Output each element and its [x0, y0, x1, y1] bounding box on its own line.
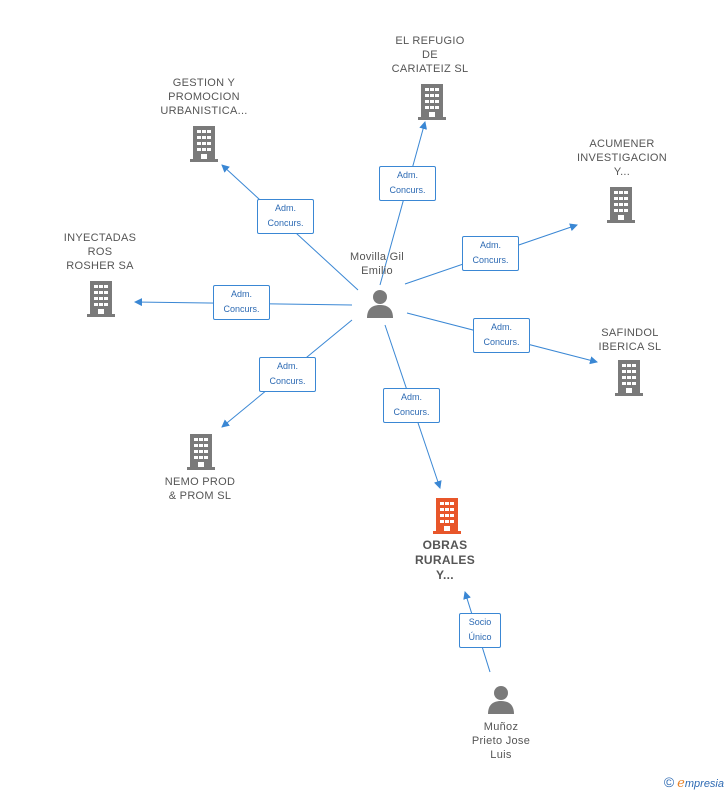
node-label-safindol[interactable]: SAFINDOL IBERICA SL — [598, 327, 662, 353]
building-icon-obras-highlight[interactable] — [433, 498, 461, 534]
edge-label-acumener: Adm. Concurs. — [462, 236, 519, 271]
building-icon-refugio[interactable] — [418, 84, 446, 120]
brand-name: mpresia — [684, 778, 724, 790]
edge-line-refugio — [379, 121, 427, 286]
node-label-nemo[interactable]: NEMO PROD & PROM SL — [164, 476, 236, 502]
person-icon-movilla[interactable] — [365, 288, 395, 318]
edge-label-gestion: Adm. Concurs. — [257, 199, 314, 234]
edge-label-inyectadas: Adm. Concurs. — [213, 285, 270, 320]
building-icon-nemo[interactable] — [187, 434, 215, 470]
node-label-obras[interactable]: OBRAS RURALES Y... — [414, 538, 476, 582]
building-icon-acumener[interactable] — [607, 187, 635, 223]
footer-brand[interactable]: ©empresia — [664, 774, 724, 791]
node-label-acumener[interactable]: ACUMENER INVESTIGACION Y... — [576, 138, 668, 178]
node-label-munoz[interactable]: Muñoz Prieto Jose Luis — [471, 721, 531, 761]
building-icon-inyectadas[interactable] — [87, 281, 115, 317]
node-label-gestion[interactable]: GESTION Y PROMOCION URBANISTICA... — [160, 77, 248, 117]
building-icon-safindol[interactable] — [615, 360, 643, 396]
node-label-inyectadas[interactable]: INYECTADAS ROS ROSHER SA — [63, 232, 137, 272]
node-label-refugio[interactable]: EL REFUGIO DE CARIATEIZ SL — [391, 35, 469, 75]
copyright-symbol: © — [663, 774, 675, 790]
node-label-movilla[interactable]: Movilla Gil Emilio — [349, 251, 405, 277]
brand-initial: e — [677, 776, 685, 791]
edge-label-nemo: Adm. Concurs. — [259, 357, 316, 392]
edge-label-munoz-obras: Socio Único — [459, 613, 501, 648]
edge-label-safindol: Adm. Concurs. — [473, 318, 530, 353]
edge-label-obras: Adm. Concurs. — [383, 388, 440, 423]
edge-label-refugio: Adm. Concurs. — [379, 166, 436, 201]
person-icon-munoz[interactable] — [486, 684, 516, 714]
building-icon-gestion[interactable] — [190, 126, 218, 162]
